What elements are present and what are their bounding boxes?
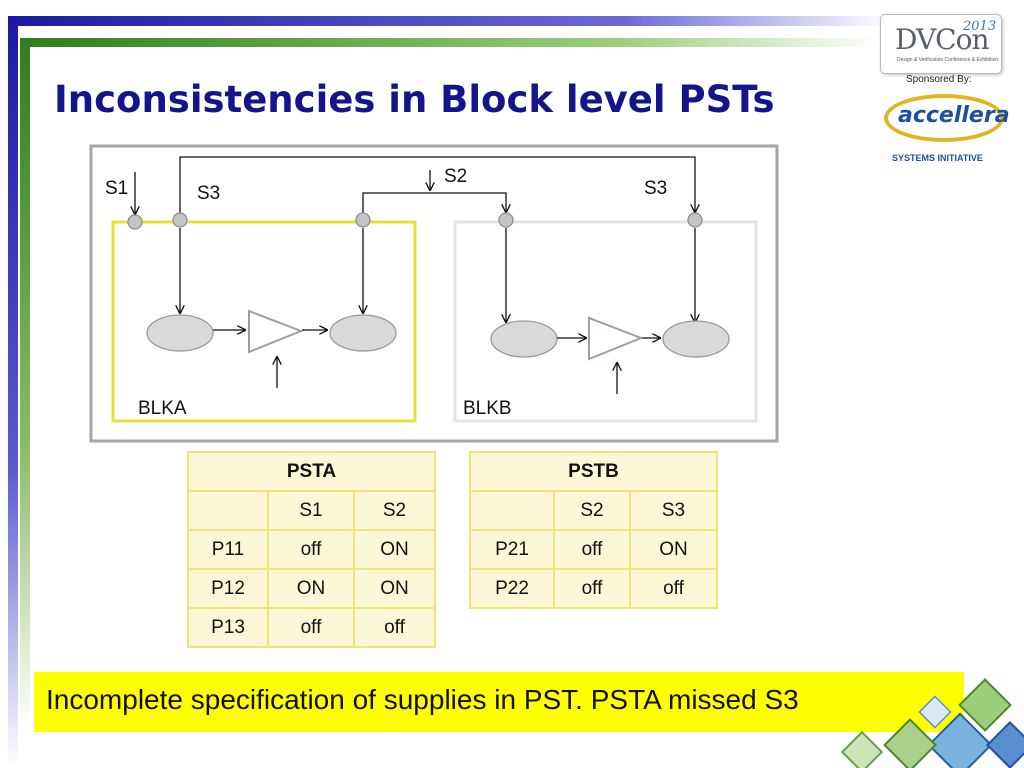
psta-header-row: S1 S2 [187,490,436,531]
psta-cell: off [267,607,355,648]
psta-cell: P12 [187,568,269,609]
blka-pin-s3 [172,212,188,228]
blka-cloud-left [146,314,214,352]
pstb-header-row: S2 S3 [469,490,718,531]
s2-label: S2 [444,166,467,187]
pstb-header-cell [469,490,555,531]
psta-header-cell: S2 [353,490,436,531]
sponsored-by-text: Sponsored By: [906,74,972,85]
decorative-square [927,712,993,768]
pstb-title-row: PSTB [469,451,718,492]
psta-cell: P13 [187,607,269,648]
blkb-buffer [588,316,644,361]
psta-header-cell [187,490,269,531]
pstb-cell: off [553,529,631,570]
pstb-title: PSTB [469,451,718,492]
top-blue-bar [8,16,888,26]
top-green-bar [20,38,880,47]
psta-header-cell: S1 [267,490,355,531]
psta-title-row: PSTA [187,451,436,492]
pstb-cell: P21 [469,529,555,570]
pstb-header-cell: S2 [553,490,631,531]
blka-pin-s2 [355,212,371,228]
psta-cell: ON [353,568,436,609]
psta-cell: ON [353,529,436,570]
pstb-cell: off [629,568,718,609]
dvcon-logo-year: 2013 [963,19,997,34]
dvcon-logo-subtitle: Design & Verification Conference & Exhib… [897,57,999,63]
table-row: P12 ON ON [187,568,436,609]
psta-cell: ON [267,568,355,609]
blka-cloud-right [329,314,397,352]
systems-initiative-text: SYSTEMS INITIATIVE [892,153,983,163]
table-row: P21 off ON [469,529,718,570]
left-blue-bar [8,16,18,768]
decorative-square [918,695,952,729]
psta-title: PSTA [187,451,436,492]
table-row: P22 off off [469,568,718,609]
s3-left-label: S3 [197,183,220,204]
blkb-pin-s3 [687,212,703,228]
dvcon-logo-text: DVCon [895,23,989,56]
pstb-table: PSTB S2 S3 P21 off ON P22 off off [469,451,718,609]
pstb-cell: ON [629,529,718,570]
s3-right-label: S3 [644,178,667,199]
conclusion-banner: Incomplete specification of supplies in … [34,672,964,732]
decorative-square [883,718,937,768]
blka-pin-s1 [127,214,143,230]
blkb-cloud-right [662,320,730,358]
left-green-bar [20,38,30,728]
s1-label: S1 [105,178,128,199]
psta-cell: P11 [187,529,269,570]
conclusion-text: Incomplete specification of supplies in … [46,684,799,715]
psta-cell: off [267,529,355,570]
decorative-square [840,730,884,768]
pstb-cell: off [553,568,631,609]
decorative-square [985,720,1024,768]
slide-title: Inconsistencies in Block level PSTs [54,78,775,121]
psta-table: PSTA S1 S2 P11 off ON P12 ON ON P13 off … [187,451,436,648]
s2-supply-wire [362,192,506,213]
psta-cell: off [353,607,436,648]
blka-label: BLKA [138,398,187,419]
blkb-cloud-left [490,320,558,358]
blkb-label: BLKB [463,398,512,419]
table-row: P13 off off [187,607,436,648]
table-row: P11 off ON [187,529,436,570]
accellera-logo-text: accellera [898,103,1010,128]
dvcon-logo: DVCon 2013 Design & Verification Confere… [880,14,1002,74]
pstb-header-cell: S3 [629,490,718,531]
s3-supply-wire [179,156,695,214]
blkb-pin-s2 [498,212,514,228]
blka-buffer [248,309,304,354]
decorative-square [958,678,1012,732]
accellera-oval [884,94,1004,142]
accellera-logo: accellera [884,94,1010,144]
pstb-cell: P22 [469,568,555,609]
